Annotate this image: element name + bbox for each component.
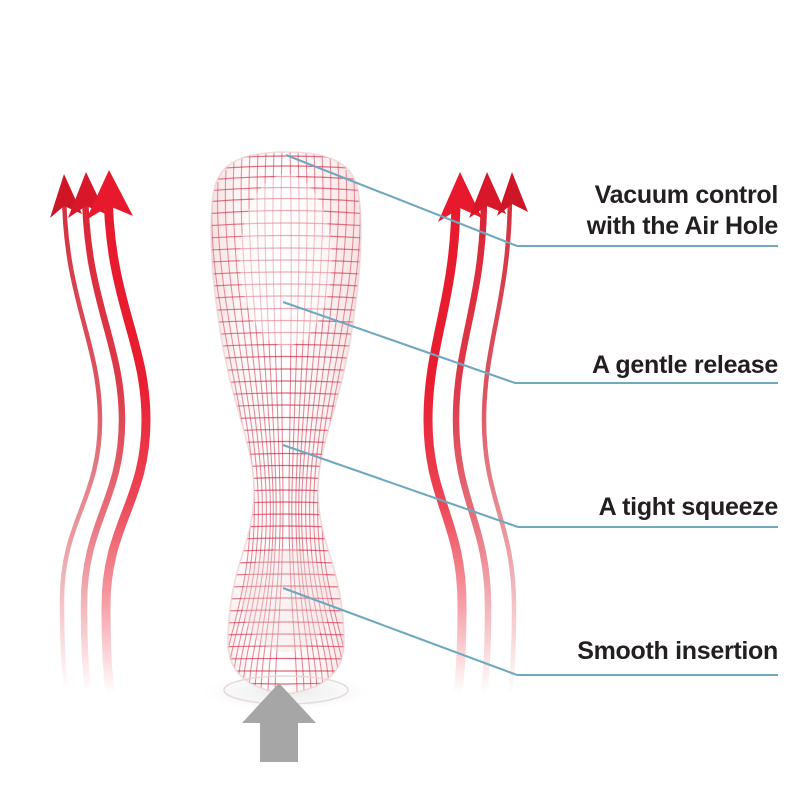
callout-label-gentle-release: A gentle release — [591, 351, 778, 379]
airflow-arrows-right — [423, 172, 528, 695]
airflow-arrowhead-left-3 — [86, 170, 133, 220]
airflow-arrowhead-right-2 — [469, 172, 506, 218]
callout-leader-lines — [282, 154, 778, 677]
insertion-arrow — [242, 683, 316, 762]
airflow-arrowhead-right-1 — [438, 172, 482, 222]
cup-illustration — [198, 151, 374, 712]
airflow-arrow-left-3 — [101, 185, 151, 695]
cup-interior-highlight — [240, 174, 332, 346]
leader-line-gentle-release — [282, 301, 778, 385]
airflow-arrow-right-1 — [423, 195, 467, 695]
airflow-arrowhead-right-3 — [497, 172, 528, 216]
airflow-arrows-left — [50, 170, 151, 695]
insertion-arrow-shape — [242, 683, 316, 762]
airflow-arrow-left-2 — [80, 185, 126, 693]
callout-label-smooth-insertion: Smooth insertion — [577, 637, 778, 665]
airflow-arrow-right-2 — [452, 193, 492, 695]
cup-chamber-highlight — [242, 548, 330, 652]
callout-label-tight-squeeze: A tight squeeze — [598, 493, 779, 521]
callout-label-vacuum-control: Vacuum control with the Air Hole — [586, 181, 779, 240]
airflow-arrow-right-3 — [481, 191, 517, 695]
leader-line-tight-squeeze — [282, 444, 778, 529]
leader-line-smooth-insertion — [282, 587, 778, 677]
leader-line-vacuum-control — [285, 154, 778, 248]
airflow-arrow-left-1 — [59, 187, 103, 691]
